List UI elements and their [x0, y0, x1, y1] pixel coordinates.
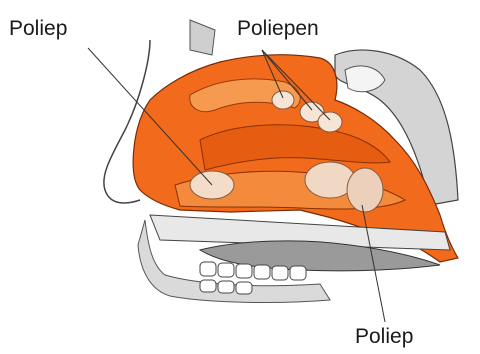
label-polyp-bottom: Poliep — [355, 326, 413, 347]
skull-bone-top — [190, 20, 215, 55]
polyp-back-lower-2 — [347, 168, 383, 212]
label-polyps-top: Poliepen — [237, 18, 319, 39]
polyp-cluster-3 — [318, 112, 342, 132]
polyp-cluster-1 — [272, 91, 294, 109]
label-polyp-top-left: Poliep — [9, 18, 67, 39]
